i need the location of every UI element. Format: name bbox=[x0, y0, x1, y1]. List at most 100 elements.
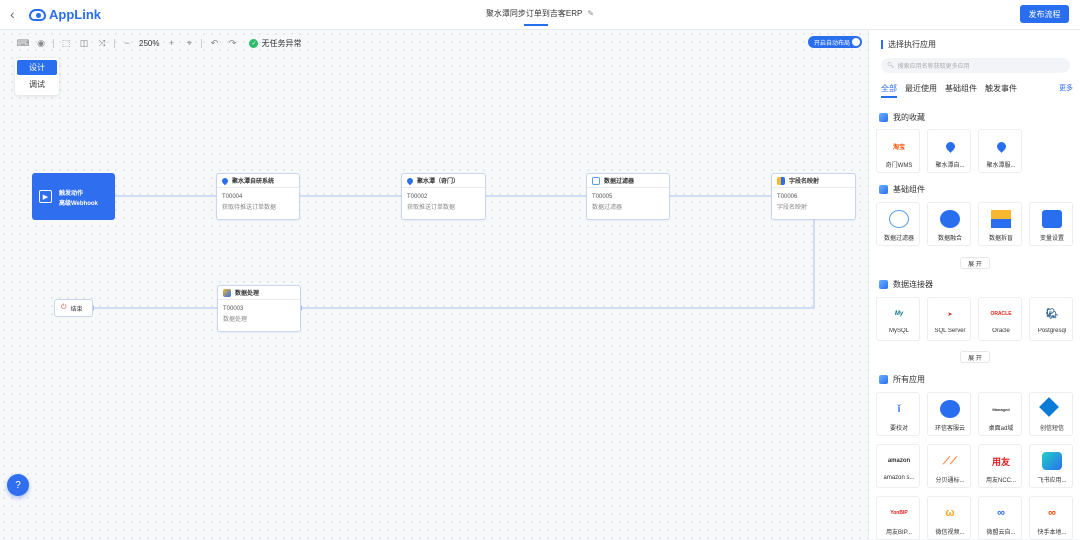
app-card[interactable]: ➤SQL Server bbox=[927, 297, 971, 341]
app-card-label: 微信视频... bbox=[935, 530, 965, 536]
cube-icon bbox=[879, 280, 888, 289]
node-desc: 获取推送订单数据 bbox=[407, 205, 456, 211]
favorites-grid: 淘宝奇门WMS 聚水潭自... 聚水潭服... bbox=[876, 129, 1073, 173]
expand-db-button[interactable]: 展 开 bbox=[960, 351, 990, 363]
more-link[interactable]: 更多 bbox=[1059, 85, 1073, 92]
tab-recent[interactable]: 最近使用 bbox=[905, 84, 937, 93]
flow-node-data-filter[interactable]: 数据过滤器 T00005 数据过滤器 bbox=[586, 173, 670, 220]
app-card-label: 微盟云自... bbox=[986, 530, 1016, 536]
flow-node-jst-qimen[interactable]: 聚水潭（奇门） T00002 获取推送订单数据 bbox=[401, 173, 486, 220]
toggle-knob bbox=[852, 38, 860, 46]
trigger-node[interactable]: ▶ 触发动作 高级Webhook bbox=[32, 173, 115, 220]
app-card[interactable]: 数据融合 bbox=[927, 202, 971, 246]
doc-title[interactable]: 聚水潭同步订单到吉客ERP bbox=[485, 9, 583, 18]
node-title: 数据过滤器 bbox=[604, 179, 635, 185]
doc-title-area: 聚水潭同步订单到吉客ERP ✎ bbox=[440, 8, 640, 19]
panel-header: 选择执行应用 bbox=[881, 39, 936, 50]
yonyou-icon: 用友 bbox=[991, 456, 1010, 467]
expand-basic-button[interactable]: 展 开 bbox=[960, 257, 990, 269]
app-card[interactable]: Managed 桌面ad域 bbox=[978, 392, 1022, 436]
flow-node-data-process[interactable]: 数据处理 T00003 数据处理 bbox=[217, 285, 301, 332]
back-icon[interactable]: ‹ bbox=[10, 6, 15, 22]
screenshot-icon[interactable]: ◉ bbox=[37, 37, 45, 48]
merge-icon bbox=[940, 210, 960, 228]
play-icon: ▶ bbox=[39, 190, 52, 203]
app-card[interactable]: ∞快手本地... bbox=[1029, 496, 1073, 540]
app-card-label: MySQL bbox=[888, 328, 909, 334]
app-card[interactable]: 聚水潭服... bbox=[978, 129, 1022, 173]
app-card[interactable]: 🐘︎Postgresql bbox=[1029, 297, 1073, 341]
jushuitan-icon bbox=[405, 176, 415, 185]
app-card[interactable]: 淘宝奇门WMS bbox=[876, 129, 920, 173]
app-card[interactable]: 变量设置 bbox=[1029, 202, 1073, 246]
zoom-out-icon[interactable]: − bbox=[124, 38, 130, 48]
check-circle-icon: ✓ bbox=[249, 38, 259, 48]
app-card[interactable]: ∞微盟云自... bbox=[978, 496, 1022, 540]
keyboard-icon[interactable]: ⌨ bbox=[16, 37, 30, 48]
edit-icon[interactable]: ✎ bbox=[587, 9, 595, 18]
app-card[interactable]: amazon amazon s... bbox=[876, 444, 920, 488]
app-card[interactable]: 飞书应用... bbox=[1029, 444, 1073, 488]
flow-node-jst-self[interactable]: 聚水潭自研系统 T00004 获取待推送订单数据 bbox=[216, 173, 300, 220]
node-header: 数据过滤器 bbox=[587, 174, 669, 188]
fit-view-icon[interactable]: ⌖ bbox=[186, 37, 192, 48]
split-icon bbox=[991, 210, 1011, 228]
zoom-in-icon[interactable]: + bbox=[168, 38, 175, 48]
app-search-input[interactable]: 🔍︎ 搜索应用名称获取更多应用 bbox=[881, 58, 1070, 73]
amazon-icon: amazon bbox=[887, 458, 911, 464]
section-title: 我的收藏 bbox=[893, 113, 925, 122]
logo-text: AppLink bbox=[49, 7, 101, 22]
app-card-label: 桌面ad域 bbox=[988, 426, 1014, 432]
cube-icon bbox=[879, 185, 888, 194]
app-card-label: amazon s... bbox=[883, 475, 915, 481]
app-card[interactable]: 创信短信 bbox=[1029, 392, 1073, 436]
mysql-icon: My bbox=[894, 311, 904, 317]
jushuitan-icon bbox=[991, 137, 1011, 155]
postgresql-icon: 🐘︎ bbox=[1045, 308, 1059, 320]
tab-triggers[interactable]: 触发事件 bbox=[985, 84, 1017, 93]
select-icon[interactable]: ⬚ bbox=[61, 37, 71, 48]
help-icon: ? bbox=[15, 479, 21, 491]
filter-icon bbox=[592, 176, 600, 185]
publish-button[interactable]: 发布流程 bbox=[1020, 5, 1069, 23]
app-card[interactable]: 环信客服云 bbox=[927, 392, 971, 436]
shuffle-icon[interactable]: ⤨ bbox=[98, 37, 106, 48]
node-title: 数据处理 bbox=[235, 291, 260, 297]
app-card-label: 奇门WMS bbox=[885, 163, 913, 169]
app-card-label: 变量设置 bbox=[1039, 236, 1064, 242]
task-status: ✓ 无任务异常 bbox=[249, 38, 301, 49]
app-icon: Managed bbox=[992, 406, 1010, 412]
app-card[interactable]: 数据过滤器 bbox=[876, 202, 920, 246]
app-card[interactable]: ⟋⟋分贝通标... bbox=[927, 444, 971, 488]
layout-icon[interactable]: ◫ bbox=[79, 37, 89, 48]
yonbip-icon: YonBIP bbox=[890, 510, 908, 516]
node-header: 数据处理 bbox=[218, 286, 300, 300]
sqlserver-icon: ➤ bbox=[947, 311, 953, 318]
tab-all[interactable]: 全部 bbox=[881, 83, 897, 98]
app-card[interactable]: 聚水潭自... bbox=[927, 129, 971, 173]
redo-icon[interactable]: ↷ bbox=[228, 37, 237, 48]
end-node[interactable]: ⏻ 结束 bbox=[54, 299, 93, 317]
process-icon bbox=[223, 288, 231, 297]
auto-layout-toggle[interactable]: 开启自动布局 bbox=[808, 36, 862, 48]
app-card[interactable]: 用友用友NCC... bbox=[978, 444, 1022, 488]
app-selector-panel: 选择执行应用 🔍︎ 搜索应用名称获取更多应用 全部 最近使用 基础组件 触发事件… bbox=[868, 30, 1080, 540]
help-button[interactable]: ? bbox=[7, 474, 29, 496]
design-mode-button[interactable]: 设计 bbox=[17, 60, 57, 75]
tab-basic[interactable]: 基础组件 bbox=[945, 84, 977, 93]
debug-mode-button[interactable]: 调试 bbox=[29, 80, 45, 89]
section-db: 数据连接器 bbox=[879, 279, 933, 290]
flow-canvas[interactable] bbox=[0, 30, 868, 539]
flow-node-field-mapping[interactable]: 字段名映射 T00006 字段名映射 bbox=[771, 173, 856, 220]
kuaishou-icon: ∞ bbox=[1048, 507, 1056, 519]
app-card[interactable]: 数据拆盲 bbox=[978, 202, 1022, 246]
feishu-icon bbox=[1042, 452, 1062, 470]
cube-icon bbox=[879, 375, 888, 384]
trigger-title: 触发动作 bbox=[59, 191, 84, 197]
undo-icon[interactable]: ↶ bbox=[210, 37, 219, 48]
